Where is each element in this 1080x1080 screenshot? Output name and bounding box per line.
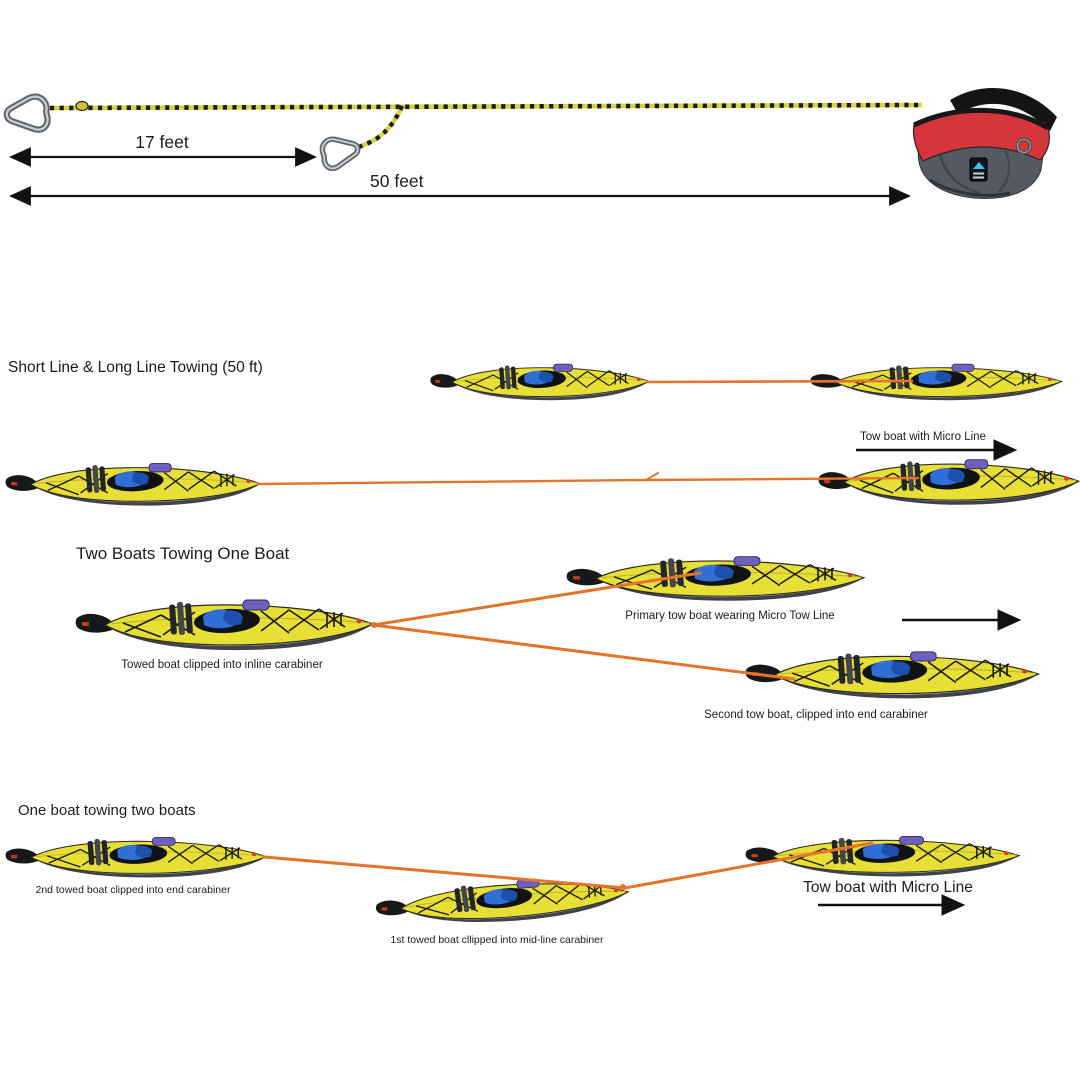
- tow-rope-assembly: [7, 87, 1057, 206]
- kayak-towed-short-line: [429, 363, 650, 401]
- inline-carabiner-clip: [371, 622, 377, 628]
- section1-tow-boat-label: Tow boat with Micro Line: [860, 431, 986, 443]
- section2-towed-label: Towed boat clipped into inline carabiner: [121, 659, 323, 671]
- section3-tow-boat-label: Tow boat with Micro Line: [803, 879, 973, 896]
- kayak-towed-inline: [74, 599, 374, 651]
- section2-title: Two Boats Towing One Boat: [76, 544, 290, 563]
- rope-knot: [75, 100, 89, 112]
- short-tow-line: [646, 379, 914, 384]
- mid-line-carabiner-clip: [620, 884, 626, 890]
- section3-1st-towed-label: 1st towed boat cllipped into mid-line ca…: [390, 934, 604, 946]
- section2-primary-label: Primary tow boat wearing Micro Tow Line: [625, 610, 835, 622]
- midline-carabiner-icon: [319, 133, 361, 170]
- kayak-towed-long-line: [4, 462, 262, 507]
- section-one-boat-towing-two: [4, 835, 1020, 932]
- section3-2nd-towed-label: 2nd towed boat clipped into end carabine…: [35, 884, 231, 896]
- bag-logo-icon: [969, 157, 988, 182]
- kayak-primary-tow: [565, 555, 865, 602]
- section2-second-label: Second tow boat, clipped into end carabi…: [704, 709, 928, 721]
- kayak-tow-boat-bottom: [744, 835, 1020, 878]
- dimension-label-50ft: 50 feet: [370, 171, 424, 191]
- kayak-tow-boat-long-line: [817, 458, 1080, 506]
- second-tow-line: [371, 623, 796, 681]
- tow-belt-icon: [912, 87, 1057, 200]
- section1-title: Short Line & Long Line Towing (50 ft): [8, 359, 263, 376]
- kayak-2nd-towed: [4, 836, 268, 879]
- primary-tow-line: [371, 571, 702, 627]
- end-carabiner-icon: [7, 97, 48, 130]
- section-two-boats-towing-one: [74, 555, 1040, 700]
- daisy-chain-tow-line: [262, 841, 874, 890]
- section-short-long-towing: [4, 363, 1080, 507]
- kayak-1st-towed: [374, 872, 631, 932]
- long-line-kink: [645, 472, 659, 481]
- section3-title: One boat towing two boats: [18, 802, 196, 819]
- dimension-label-17ft: 17 feet: [135, 132, 189, 152]
- kayak-second-tow: [744, 651, 1040, 700]
